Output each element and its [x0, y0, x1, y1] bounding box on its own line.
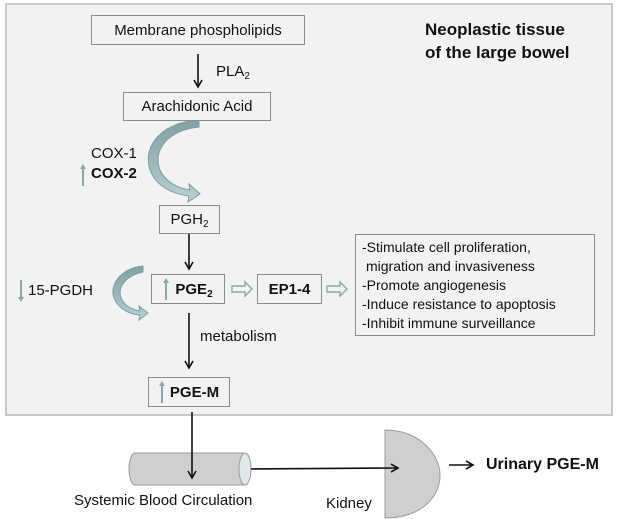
pgdh-text: 15-PGDH — [28, 281, 94, 299]
ep1-4-label: EP1-4 — [268, 280, 311, 298]
ep1-4-node: EP1-4 — [257, 274, 322, 304]
membrane-phospholipids-label: Membrane phospholipids — [114, 21, 282, 39]
region-title: Neoplastic tissue of the large bowel — [425, 18, 570, 64]
pgdh-down-arrow-icon — [18, 280, 24, 302]
urinary-pge-m-label: Urinary PGE-M — [486, 456, 599, 474]
kidney-text: Kidney — [326, 495, 372, 512]
pla2-base: PLA — [216, 63, 245, 80]
metabolism-label: metabolism — [200, 328, 277, 345]
effect-item: migration and invasiveness — [366, 258, 535, 274]
blood-vessel-icon — [128, 452, 252, 486]
urinary-pge-m-text: Urinary PGE-M — [486, 456, 599, 473]
arrow-pge2-to-ep — [231, 280, 253, 298]
region-title-line1: Neoplastic tissue — [425, 20, 565, 39]
kidney-label: Kidney — [326, 495, 372, 512]
cox2-up-arrow-icon — [80, 164, 86, 186]
cox-curved-arrow — [147, 119, 201, 204]
pge2-label: PGE2 — [175, 280, 213, 300]
pge2-up-arrow-icon — [163, 278, 170, 300]
arachidonic-acid-label: Arachidonic Acid — [141, 98, 253, 115]
pgdh-label: 15-PGDH — [18, 280, 93, 302]
pgdh-curved-arrow — [112, 265, 149, 322]
effect-item: -Promote angiogenesis — [362, 277, 506, 293]
pge2-subscript: 2 — [207, 288, 213, 300]
blood-circulation-text: Systemic Blood Circulation — [74, 492, 253, 509]
pge2-base: PGE — [175, 280, 208, 298]
pge-m-node: PGE-M — [148, 377, 230, 407]
kidney-icon — [384, 429, 441, 519]
region-title-line2: of the large bowel — [425, 43, 570, 62]
neoplastic-tissue-region — [5, 3, 613, 416]
pgh2-label: PGH2 — [170, 211, 209, 230]
effect-item: -Stimulate cell proliferation, — [362, 239, 531, 255]
cox1-label: COX-1 — [91, 145, 137, 162]
cox2-label: COX-2 — [91, 165, 137, 182]
pgh2-base: PGH — [170, 211, 203, 228]
effects-box: -Stimulate cell proliferation, migration… — [355, 234, 595, 336]
membrane-phospholipids-node: Membrane phospholipids — [91, 15, 305, 45]
arrow-ep-to-effects — [326, 280, 348, 298]
effect-item: -Inhibit immune surveillance — [362, 315, 536, 331]
effect-item: -Induce resistance to apoptosis — [362, 296, 556, 312]
pge-m-label: PGE-M — [169, 383, 220, 401]
blood-circulation-label: Systemic Blood Circulation — [74, 492, 252, 509]
arrow-blood-to-kidney — [250, 463, 400, 473]
pgh2-node: PGH2 — [159, 205, 220, 234]
arachidonic-acid-node: Arachidonic Acid — [123, 92, 271, 121]
cox-label: COX-1 COX-2 — [80, 144, 137, 186]
pgh2-subscript: 2 — [202, 219, 209, 230]
pla2-subscript: 2 — [244, 71, 250, 82]
pgem-up-arrow-icon — [158, 381, 165, 403]
pla2-label: PLA2 — [216, 63, 250, 82]
metabolism-text: metabolism — [200, 328, 277, 345]
pge2-node: PGE2 — [151, 274, 225, 304]
